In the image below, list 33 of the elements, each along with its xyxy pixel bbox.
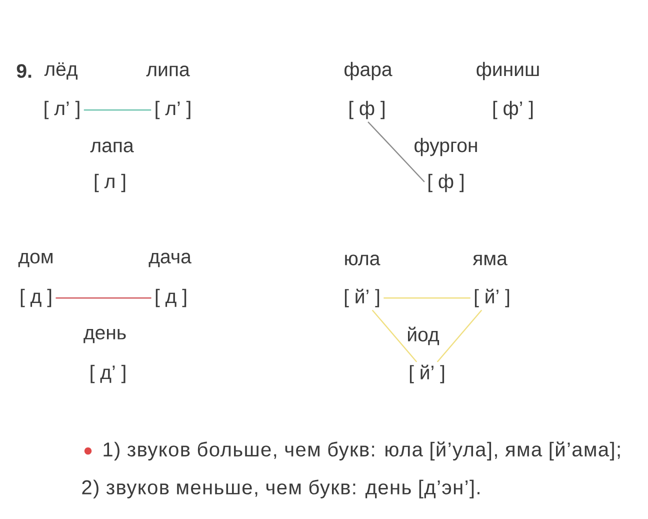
word: лапа [90, 142, 134, 152]
word: дом [18, 252, 52, 268]
word: юла [345, 254, 380, 266]
word: фургон [414, 138, 477, 156]
word: финиш [476, 62, 539, 80]
word: лёд [44, 62, 78, 80]
transcription: [ д ] [156, 288, 186, 308]
transcription: [ л’ ] [156, 100, 190, 120]
word: день [84, 328, 126, 344]
transcription: [ ф ] [350, 100, 384, 120]
word: яма [472, 254, 508, 266]
task-number: 9. [16, 64, 32, 78]
answer-text: 1) звуков больше, чем букв: юла [й’ула], яма [й’ама]; [104, 442, 620, 460]
word: дача [148, 252, 192, 268]
transcription: [ л’ ] [44, 100, 80, 120]
connector-line [436, 310, 482, 362]
connector-line [384, 297, 470, 299]
connector-line [56, 297, 152, 299]
word: фара [344, 62, 392, 80]
connector-line [368, 121, 425, 182]
transcription: [ й’ ] [410, 364, 444, 384]
word: йод [408, 326, 440, 346]
transcription: [ д’ ] [90, 364, 126, 384]
connector-line [84, 109, 152, 111]
transcription: [ ф’ ] [493, 100, 533, 120]
transcription: [ д ] [20, 288, 52, 308]
word: липа [146, 66, 190, 76]
transcription: [ л ] [94, 174, 126, 192]
transcription: [ ф ] [428, 174, 464, 192]
answer-text: 2) звуков меньше, чем букв: день [д’эн’]. [82, 480, 480, 498]
transcription: [ й’ ] [474, 288, 510, 308]
transcription: [ й’ ] [344, 288, 380, 308]
connector-line [372, 310, 418, 362]
